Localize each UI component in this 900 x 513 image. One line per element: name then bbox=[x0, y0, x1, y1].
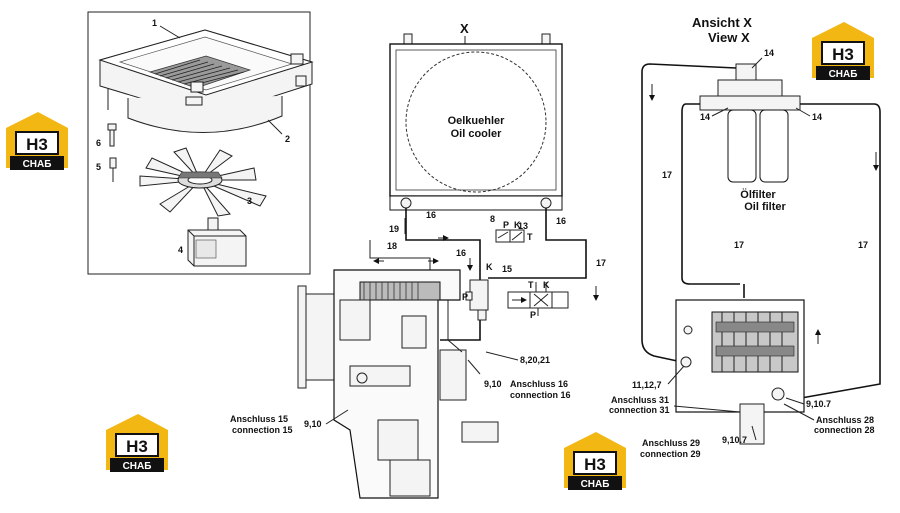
parts-inset: 1 2 3 4 5 6 bbox=[87, 11, 314, 275]
oil-filter-label-en: Oil filter bbox=[744, 201, 786, 213]
callout-8: 8 bbox=[490, 214, 495, 224]
view-x-title-en: View X bbox=[708, 30, 750, 45]
callout-4: 4 bbox=[178, 245, 183, 255]
svg-text:P: P bbox=[530, 310, 536, 320]
callout-14c: 14 bbox=[812, 112, 822, 122]
svg-text:H3: H3 bbox=[584, 455, 606, 474]
filter-cartridge-right bbox=[759, 109, 789, 183]
watermark-logo-2: H3 СНАБ bbox=[812, 22, 874, 80]
callout-1: 1 bbox=[152, 18, 157, 28]
conn29-de: Anschluss 29 bbox=[642, 438, 700, 448]
hydraulic-lines-right bbox=[641, 63, 881, 401]
conn31-de: Anschluss 31 bbox=[611, 395, 669, 405]
view-x-marker: X bbox=[460, 21, 469, 36]
valve-symbol-15 bbox=[465, 279, 489, 321]
conn29-en: connection 29 bbox=[640, 449, 701, 459]
svg-text:СНАБ: СНАБ bbox=[123, 461, 152, 472]
valve-symbol-main: T K P bbox=[507, 280, 569, 320]
fan-circle bbox=[405, 51, 547, 193]
callout-9-10-left: 9,10 bbox=[304, 419, 322, 429]
svg-text:H3: H3 bbox=[26, 135, 48, 154]
p-marker: P bbox=[462, 292, 468, 302]
watermark-logo-1: H3 СНАБ bbox=[6, 112, 68, 170]
callout-11-12-7: 11,12,7 bbox=[632, 380, 662, 390]
callout-17a: 17 bbox=[596, 258, 606, 268]
radiator-mesh bbox=[148, 55, 252, 89]
watermark-logo-3: H3 СНАБ bbox=[106, 414, 168, 472]
svg-text:H3: H3 bbox=[126, 437, 148, 456]
oil-filter: 14 14 14 Ölfilter Oil filter bbox=[699, 48, 822, 213]
control-valve-block bbox=[675, 299, 805, 445]
svg-text:H3: H3 bbox=[832, 45, 854, 64]
callout-16b: 16 bbox=[556, 216, 566, 226]
callout-17b: 17 bbox=[662, 170, 672, 180]
cooler-port-right bbox=[540, 197, 552, 209]
svg-text:T: T bbox=[528, 280, 534, 290]
conn15-de: Anschluss 15 bbox=[230, 414, 288, 424]
callout-17d: 17 bbox=[858, 240, 868, 250]
callout-14b: 14 bbox=[700, 112, 710, 122]
callout-18: 18 bbox=[387, 241, 397, 251]
oil-cooler: X Oelkuehler Oil cooler bbox=[389, 21, 563, 211]
svg-text:K: K bbox=[514, 220, 521, 230]
watermark-logo-4: H3 СНАБ bbox=[564, 432, 626, 490]
callout-8-20-21: 8,20,21 bbox=[520, 355, 550, 365]
conn15-en: connection 15 bbox=[232, 425, 293, 435]
callout-9-10-7b: 9,10.7 bbox=[722, 435, 747, 445]
fan-shroud bbox=[127, 96, 283, 133]
callout-9-10-right: 9,10 bbox=[484, 379, 502, 389]
callout-19: 19 bbox=[389, 224, 399, 234]
fan-icon bbox=[139, 147, 267, 217]
conn31-en: connection 31 bbox=[609, 405, 670, 415]
svg-text:СНАБ: СНАБ bbox=[23, 159, 52, 170]
k-marker: K bbox=[486, 262, 493, 272]
view-x-title-de: Ansicht X bbox=[692, 15, 752, 30]
svg-text:T: T bbox=[527, 232, 533, 242]
oil-cooler-label-de: Oelkuehler bbox=[448, 115, 506, 127]
callout-17c: 17 bbox=[734, 240, 744, 250]
conn28-de: Anschluss 28 bbox=[816, 415, 874, 425]
fitting-top bbox=[290, 53, 304, 65]
callout-9-10-7a: 9,10.7 bbox=[806, 399, 831, 409]
callout-16a: 16 bbox=[426, 210, 436, 220]
hydraulic-motor-icon bbox=[187, 217, 247, 267]
flange bbox=[297, 285, 307, 389]
callout-14a: 14 bbox=[764, 48, 774, 58]
valve-stack bbox=[711, 311, 799, 373]
valve-symbol-13: P K T bbox=[495, 220, 533, 243]
oil-filter-label-de: Ölfilter bbox=[740, 188, 776, 201]
callout-5: 5 bbox=[96, 162, 101, 172]
cooler-port-left bbox=[400, 197, 412, 209]
cooler-frame bbox=[389, 43, 563, 197]
callout-16c: 16 bbox=[456, 248, 466, 258]
filter-cartridge-left bbox=[727, 109, 757, 183]
oil-cooler-label-en: Oil cooler bbox=[451, 128, 502, 140]
conn16-de: Anschluss 16 bbox=[510, 379, 568, 389]
conn16-en: connection 16 bbox=[510, 390, 571, 400]
callout-2: 2 bbox=[285, 134, 290, 144]
bolt-icon bbox=[107, 123, 117, 131]
svg-text:P: P bbox=[503, 220, 509, 230]
svg-text:СНАБ: СНАБ bbox=[829, 69, 858, 80]
callout-6: 6 bbox=[96, 138, 101, 148]
svg-text:СНАБ: СНАБ bbox=[581, 479, 610, 490]
washer-icon bbox=[109, 157, 117, 169]
callout-3: 3 bbox=[247, 196, 252, 206]
callout-15: 15 bbox=[502, 264, 512, 274]
svg-text:K: K bbox=[543, 280, 550, 290]
conn28-en: connection 28 bbox=[814, 425, 875, 435]
transmission-assembly bbox=[297, 269, 499, 499]
callout-13: 13 bbox=[518, 221, 528, 231]
